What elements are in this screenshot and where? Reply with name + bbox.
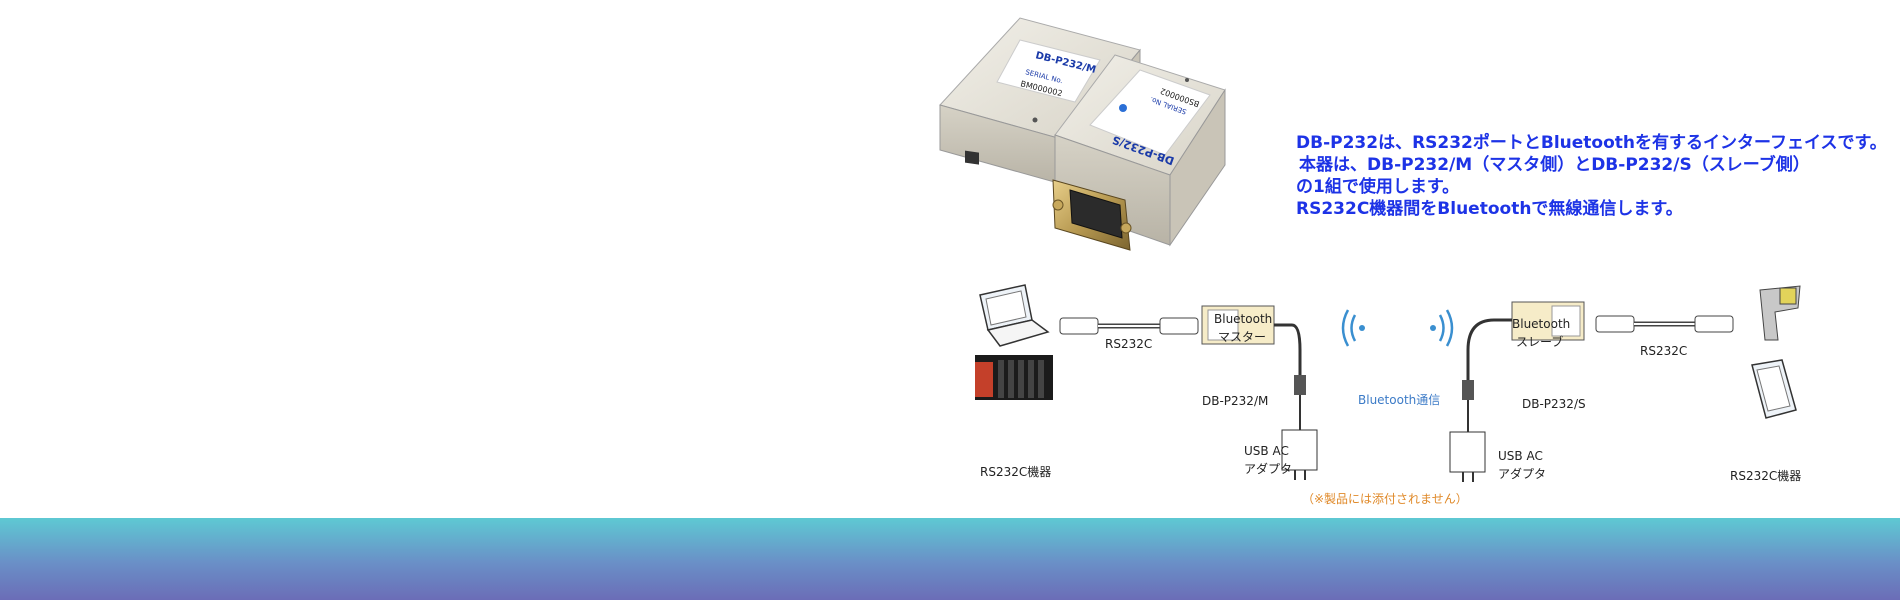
usb-adapter-left-label-2: アダプタ xyxy=(1244,462,1293,476)
product-photo: DB-P232/M SERIAL No. BM000002 DB-P232/S … xyxy=(939,17,1226,251)
rs232c-cable-left xyxy=(1059,317,1199,335)
bluetooth-master-label-top: Bluetooth xyxy=(1214,312,1273,326)
usb-adapter-right-label-1: USB AC xyxy=(1498,449,1543,463)
slave-unit: DB-P232/S SERIAL No. BS000002 xyxy=(1052,54,1226,251)
usb-adapter-right-label-2: アダプタ xyxy=(1498,467,1547,481)
bluetooth-comm-label: Bluetooth通信 xyxy=(1358,393,1441,407)
usb-adapter-right xyxy=(1449,400,1486,482)
description-line-1: DB-P232は、RS232ポートとBluetoothを有するインターフェイスで… xyxy=(1296,133,1887,153)
footer-gradient-band xyxy=(0,518,1900,600)
product-description: DB-P232は、RS232ポートとBluetoothを有するインターフェイスで… xyxy=(1296,132,1887,220)
barcode-scanner-icon xyxy=(1759,285,1801,341)
description-line-3: の1組で使用します。 xyxy=(1296,177,1460,197)
bluetooth-slave-label-top: Bluetooth xyxy=(1512,317,1571,331)
master-device-name: DB-P232/M xyxy=(1202,394,1269,408)
bluetooth-slave-unit xyxy=(1462,301,1585,400)
usb-adapter-left-label-1: USB AC xyxy=(1244,444,1289,458)
laptop-icon xyxy=(979,284,1050,347)
connection-diagram xyxy=(975,284,1801,482)
plc-icon xyxy=(975,355,1053,400)
wireless-signal-icon xyxy=(1341,309,1454,347)
description-line-4: RS232C機器間をBluetoothで無線通信します。 xyxy=(1296,199,1683,219)
bluetooth-slave-label-bottom: スレーブ xyxy=(1516,335,1564,349)
slave-device-name: DB-P232/S xyxy=(1522,397,1586,411)
description-line-2: 本器は、DB-P232/M（マスタ側）とDB-P232/S（スレーブ側） xyxy=(1299,155,1810,175)
usb-adapter-left xyxy=(1281,395,1318,480)
bluetooth-master-label-bottom: マスター xyxy=(1218,330,1267,344)
rs232c-cable-right xyxy=(1595,315,1734,333)
rs232c-label-right: RS232C xyxy=(1640,344,1688,358)
device-right-label: RS232C機器 xyxy=(1730,469,1802,483)
tablet-icon xyxy=(1751,359,1797,419)
bluetooth-master-unit xyxy=(1201,305,1306,395)
rs232c-label-left: RS232C xyxy=(1105,337,1153,351)
device-left-label: RS232C機器 xyxy=(980,465,1052,479)
not-included-note: （※製品には添付されません） xyxy=(1302,492,1468,506)
